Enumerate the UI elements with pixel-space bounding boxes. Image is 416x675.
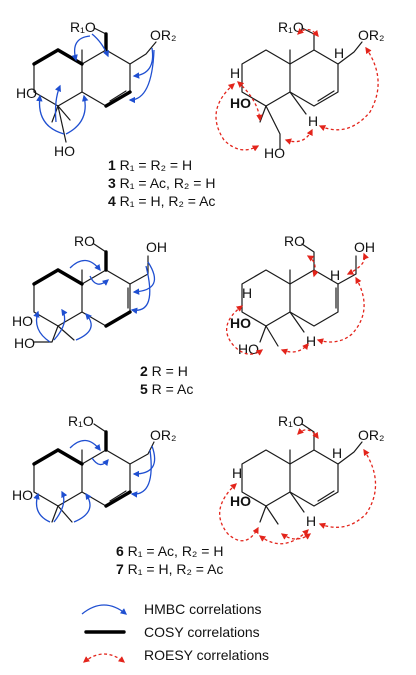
legend-hmbc-label: HMBC correlations — [144, 601, 261, 617]
proton-label: H — [242, 285, 252, 301]
ro-label: RO — [74, 233, 95, 249]
hydroxyl-label: HO — [12, 487, 33, 503]
legend: HMBC correlations COSY correlations ROES… — [81, 601, 269, 663]
structure-6-hmbc: HO R₁O OR₂ — [12, 413, 176, 523]
caption-group-1: 1 R₁ = R₂ = H 3 R₁ = Ac, R₂ = H 4 R₁ = H… — [108, 157, 215, 209]
structure-2-roesy: H H H HO HO RO OH — [226, 233, 375, 357]
hydroxyl-label: HO — [12, 313, 33, 329]
caption-group-2: 2 R = H 5 R = Ac — [140, 363, 193, 397]
oh-label: OH — [146, 239, 167, 255]
hydroxyl-label: HO — [230, 493, 251, 509]
proton-label: H — [306, 333, 316, 349]
hydroxyl-label: HO — [230, 95, 251, 111]
or2-label: OR₂ — [358, 427, 384, 443]
svg-text:3 R₁ = Ac, R₂ = H: 3 R₁ = Ac, R₂ = H — [108, 175, 215, 191]
proton-label: H — [230, 65, 240, 81]
or2-label: OR₂ — [150, 27, 176, 43]
hydroxyl-label: HO — [230, 315, 251, 331]
legend-hmbc: HMBC correlations — [81, 601, 261, 617]
hydroxyl-label: HO — [238, 341, 259, 357]
r1o-label: R₁O — [278, 413, 304, 429]
proton-label: H — [334, 45, 344, 61]
legend-cosy: COSY correlations — [84, 624, 260, 640]
legend-roesy: ROESY correlations — [82, 647, 269, 663]
hydroxyl-label: HO — [264, 145, 285, 161]
svg-text:7 R₁ = H, R₂ = Ac: 7 R₁ = H, R₂ = Ac — [116, 561, 223, 577]
r1o-label: R₁O — [68, 413, 94, 429]
caption-group-3: 6 R₁ = Ac, R₂ = H 7 R₁ = H, R₂ = Ac — [116, 543, 223, 577]
or2-label: OR₂ — [150, 427, 176, 443]
svg-text:2 R = H: 2 R = H — [140, 363, 188, 379]
structure-6-roesy: H H H HO R₁O OR₂ — [219, 413, 384, 545]
proton-label: H — [306, 513, 316, 529]
legend-cosy-label: COSY correlations — [144, 624, 260, 640]
roesy-arrow-icon — [82, 653, 126, 663]
proton-label: H — [330, 267, 340, 283]
r1o-label: R₁O — [70, 19, 96, 35]
legend-roesy-label: ROESY correlations — [144, 647, 269, 663]
structure-1-hmbc: HO HO R₁O OR₂ — [16, 19, 176, 159]
or2-label: OR₂ — [358, 27, 384, 43]
proton-label: H — [232, 465, 242, 481]
svg-text:6 R₁ = Ac, R₂ = H: 6 R₁ = Ac, R₂ = H — [116, 543, 223, 559]
proton-label: H — [308, 113, 318, 129]
ro-label: RO — [284, 233, 305, 249]
hmbc-arrow-icon — [81, 604, 128, 615]
structure-2-hmbc: HO HO RO OH — [12, 233, 167, 351]
hydroxyl-label: HO — [54, 143, 75, 159]
svg-text:5 R = Ac: 5 R = Ac — [140, 381, 193, 397]
svg-text:4 R₁ = H, R₂ = Ac: 4 R₁ = H, R₂ = Ac — [108, 193, 215, 209]
svg-text:1 R₁ = R₂ = H: 1 R₁ = R₂ = H — [108, 157, 192, 173]
proton-label: H — [332, 445, 342, 461]
hydroxyl-label: HO — [14, 335, 35, 351]
structure-1-roesy: H H H HO HO R₁O OR₂ — [215, 19, 384, 161]
hydroxyl-label: HO — [16, 85, 37, 101]
oh-label: OH — [354, 239, 375, 255]
